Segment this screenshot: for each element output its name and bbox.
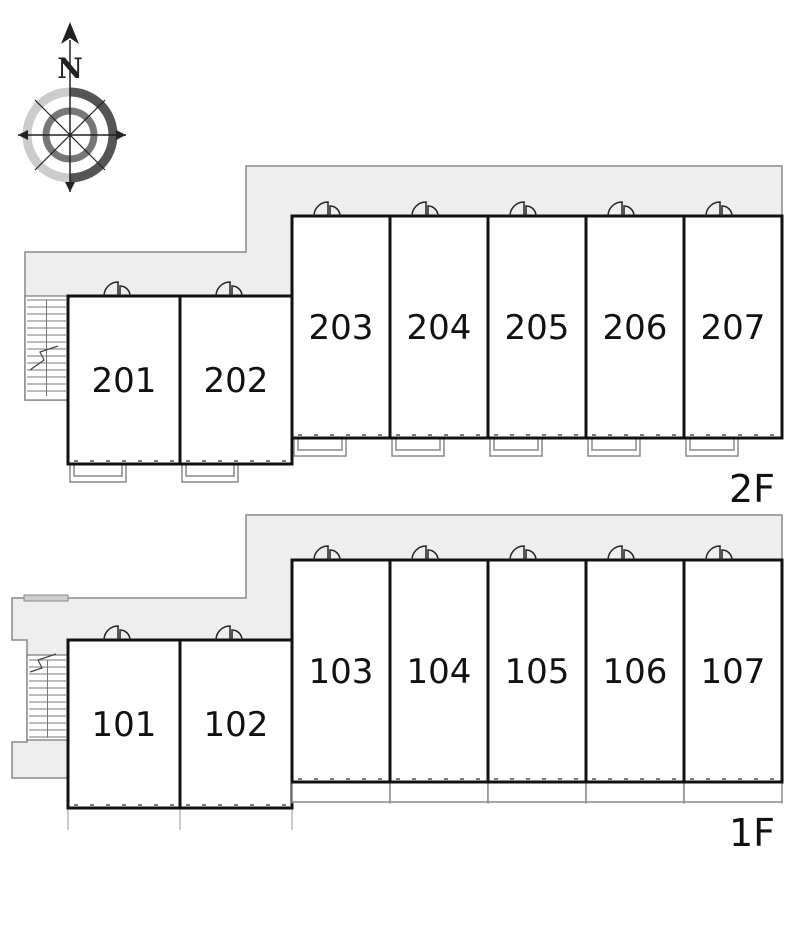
room-number-202: 202 xyxy=(204,361,269,401)
unit-107: 107 xyxy=(682,545,784,804)
room-number-204: 204 xyxy=(407,308,472,348)
room-number-103: 103 xyxy=(309,652,374,692)
floor-2f-plan: 201 202 203 204 205 206 207 2F xyxy=(24,165,784,511)
door-icon xyxy=(705,201,733,217)
unit-207: 207 xyxy=(682,201,784,457)
door-icon xyxy=(411,545,439,561)
unit-201: 201 xyxy=(66,281,182,483)
door-icon xyxy=(509,201,537,217)
door-icon xyxy=(313,545,341,561)
door-icon xyxy=(607,545,635,561)
unit-202: 202 xyxy=(178,281,294,483)
room-number-207: 207 xyxy=(701,308,766,348)
floor-label-2f: 2F xyxy=(729,467,775,511)
unit-204: 204 xyxy=(388,201,490,457)
door-icon xyxy=(705,545,733,561)
door-icon xyxy=(607,201,635,217)
door-icon xyxy=(313,201,341,217)
staircase-icon xyxy=(24,295,69,401)
door-icon xyxy=(103,281,131,297)
unit-106: 106 xyxy=(584,545,686,804)
door-icon xyxy=(509,545,537,561)
unit-101: 101 xyxy=(66,625,182,830)
unit-105: 105 xyxy=(486,545,588,804)
staircase-icon xyxy=(26,653,69,741)
unit-203: 203 xyxy=(290,201,392,457)
room-number-106: 106 xyxy=(603,652,668,692)
floor-1f-plan: 101 102 103 104 105 106 107 1F xyxy=(11,514,784,855)
unit-205: 205 xyxy=(486,201,588,457)
unit-102: 102 xyxy=(178,625,294,830)
room-number-205: 205 xyxy=(505,308,570,348)
door-icon xyxy=(215,625,243,641)
room-number-201: 201 xyxy=(92,361,157,401)
compass-rose-icon: N xyxy=(18,22,126,192)
unit-104: 104 xyxy=(388,545,490,804)
room-number-102: 102 xyxy=(204,705,269,745)
door-icon xyxy=(411,201,439,217)
compass-north-label: N xyxy=(57,52,83,85)
room-number-101: 101 xyxy=(92,705,157,745)
door-icon xyxy=(215,281,243,297)
unit-103: 103 xyxy=(290,545,392,804)
room-number-206: 206 xyxy=(603,308,668,348)
room-number-104: 104 xyxy=(407,652,472,692)
room-number-105: 105 xyxy=(505,652,570,692)
room-number-107: 107 xyxy=(701,652,766,692)
door-icon xyxy=(103,625,131,641)
room-number-203: 203 xyxy=(309,308,374,348)
floor-label-1f: 1F xyxy=(729,811,775,855)
unit-206: 206 xyxy=(584,201,686,457)
